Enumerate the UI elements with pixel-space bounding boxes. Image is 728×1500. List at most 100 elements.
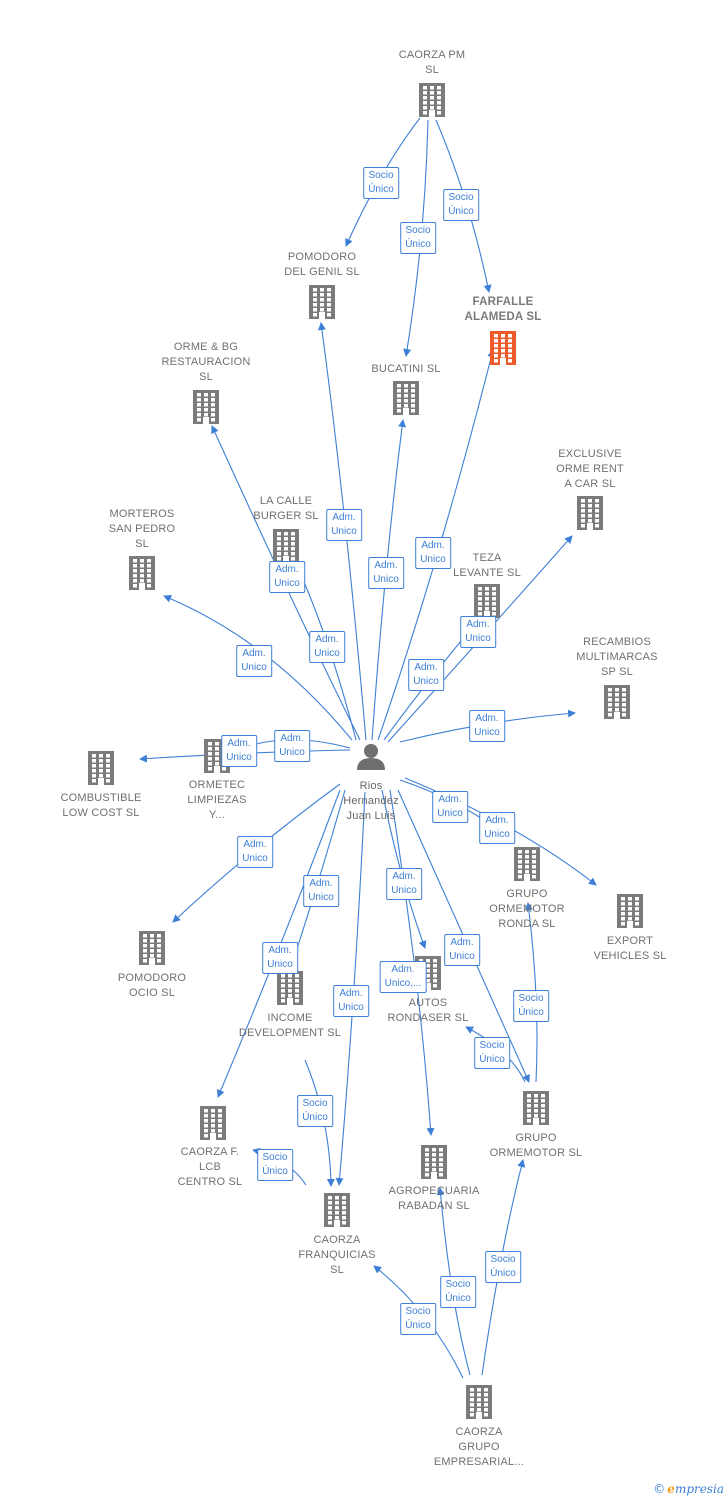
- edge-label-person-to-exclusive[interactable]: Adm.Unico: [460, 616, 496, 648]
- node-label-line: AGROPECUARIA: [388, 1185, 480, 1197]
- building-icon-teza[interactable]: [474, 584, 500, 618]
- edge-label-person-to-autos[interactable]: Adm.Unico: [386, 868, 422, 900]
- building-icon-la-calle[interactable]: [273, 529, 299, 563]
- edge-label-line: Adm.: [421, 540, 445, 551]
- edge-label-person-to-bucatini[interactable]: Adm.Unico: [368, 557, 404, 589]
- edge-label-person-to-grupo-ronda[interactable]: Adm. Unico: [432, 791, 468, 823]
- building-icon-combustible[interactable]: [88, 751, 114, 785]
- person-icon[interactable]: [357, 744, 385, 770]
- node-label-line: A CAR SL: [564, 478, 616, 490]
- edge-label-line: Socio: [302, 1098, 328, 1109]
- node-label-line: EMPRESARIAL...: [433, 1456, 525, 1468]
- node-label-line: SL: [425, 64, 439, 76]
- edge-label-person-to-export[interactable]: Adm.Unico: [479, 812, 515, 844]
- node-label-line: TEZA: [472, 552, 502, 564]
- building-icon-exclusive[interactable]: [577, 496, 603, 530]
- building-icon-morteros[interactable]: [129, 556, 155, 590]
- edge-label-line: Unico: [437, 808, 463, 819]
- edge-label-person-to-caorza-franquicias[interactable]: Adm.Unico: [333, 985, 369, 1017]
- building-icon-caorza-franquicias[interactable]: [324, 1193, 350, 1227]
- building-icon-recambios[interactable]: [604, 685, 630, 719]
- edge-label-person-to-recambios[interactable]: Adm.Unico: [469, 710, 505, 742]
- edge-label-person-to-pomodoro-ocio[interactable]: Adm.Unico: [237, 836, 273, 868]
- building-icon-income[interactable]: [277, 971, 303, 1005]
- edge-label-line: Adm.: [438, 794, 462, 805]
- footer-brand[interactable]: ©empresia: [653, 1482, 724, 1496]
- node-label-line: BUCATINI SL: [371, 363, 441, 375]
- building-icon-bucatini[interactable]: [393, 381, 419, 415]
- edge-label-person-to-teza[interactable]: Adm.Unico: [408, 659, 444, 691]
- edge-label-person-to-morteros[interactable]: Adm.Unico: [236, 645, 272, 677]
- building-icon-export[interactable]: [617, 894, 643, 928]
- node-label-line: MORTEROS: [109, 508, 175, 520]
- node-label-line: SAN PEDRO: [108, 523, 176, 535]
- edge-label-line: Único: [448, 206, 474, 217]
- building-icon-caorza-lcb[interactable]: [200, 1106, 226, 1140]
- edge-label-person-to-ormetec[interactable]: Adm.Unico: [274, 730, 310, 762]
- edge-label-person-to-orme-bg[interactable]: Adm.Unico: [309, 631, 345, 663]
- edge-label-person-to-la-calle[interactable]: Adm.Unico: [269, 561, 305, 593]
- edge-label-line: Adm.: [280, 733, 304, 744]
- edge-label-person-to-pomodoro-genil[interactable]: Adm.Unico: [326, 509, 362, 541]
- edge-label-line: Socio: [490, 1254, 516, 1265]
- edge-label-line: Único: [262, 1166, 288, 1177]
- building-icon-grupo-ronda[interactable]: [514, 847, 540, 881]
- building-icon-pomodoro-ocio[interactable]: [139, 931, 165, 965]
- building-icon-agropecuaria[interactable]: [421, 1145, 447, 1179]
- building-icon-caorza-grupo[interactable]: [466, 1385, 492, 1419]
- node-label-line: POMODORO: [287, 251, 357, 263]
- edge-label-line: Unico: [484, 829, 510, 840]
- building-icon-grupo-ormemotor[interactable]: [523, 1091, 549, 1125]
- edge-label-line: Único: [405, 1320, 431, 1331]
- edge-label-line: Adm.: [414, 662, 438, 673]
- edge-label-line: Unico: [465, 633, 491, 644]
- edge-label-line: Socio: [405, 1306, 431, 1317]
- edge-label-person-to-caorza-lcb[interactable]: Adm.Unico: [262, 942, 298, 974]
- building-icon-farfalle[interactable]: [490, 331, 516, 365]
- building-icon-pomodoro-genil[interactable]: [309, 285, 335, 319]
- building-icon-caorza-pm[interactable]: [419, 83, 445, 117]
- edge-label-person-to-agropecuaria[interactable]: Adm.Unico,...: [379, 961, 427, 993]
- edge-label-person-to-combustible[interactable]: Adm.Unico: [221, 735, 257, 767]
- node-label-bucatini[interactable]: BUCATINI SL: [371, 362, 440, 377]
- node-label-line: BURGER SL: [253, 510, 319, 522]
- edge-label-person-to-grupo-ormemotor[interactable]: Adm.Unico: [444, 934, 480, 966]
- node-label-line: MULTIMARCAS: [576, 651, 658, 663]
- node-label-line: CAORZA F.: [180, 1146, 240, 1158]
- building-icon-orme-bg[interactable]: [193, 390, 219, 424]
- edge-label-person-to-farfalle[interactable]: Adm.Unico: [415, 537, 451, 569]
- edge-label-person-to-income[interactable]: Adm.Unico: [303, 875, 339, 907]
